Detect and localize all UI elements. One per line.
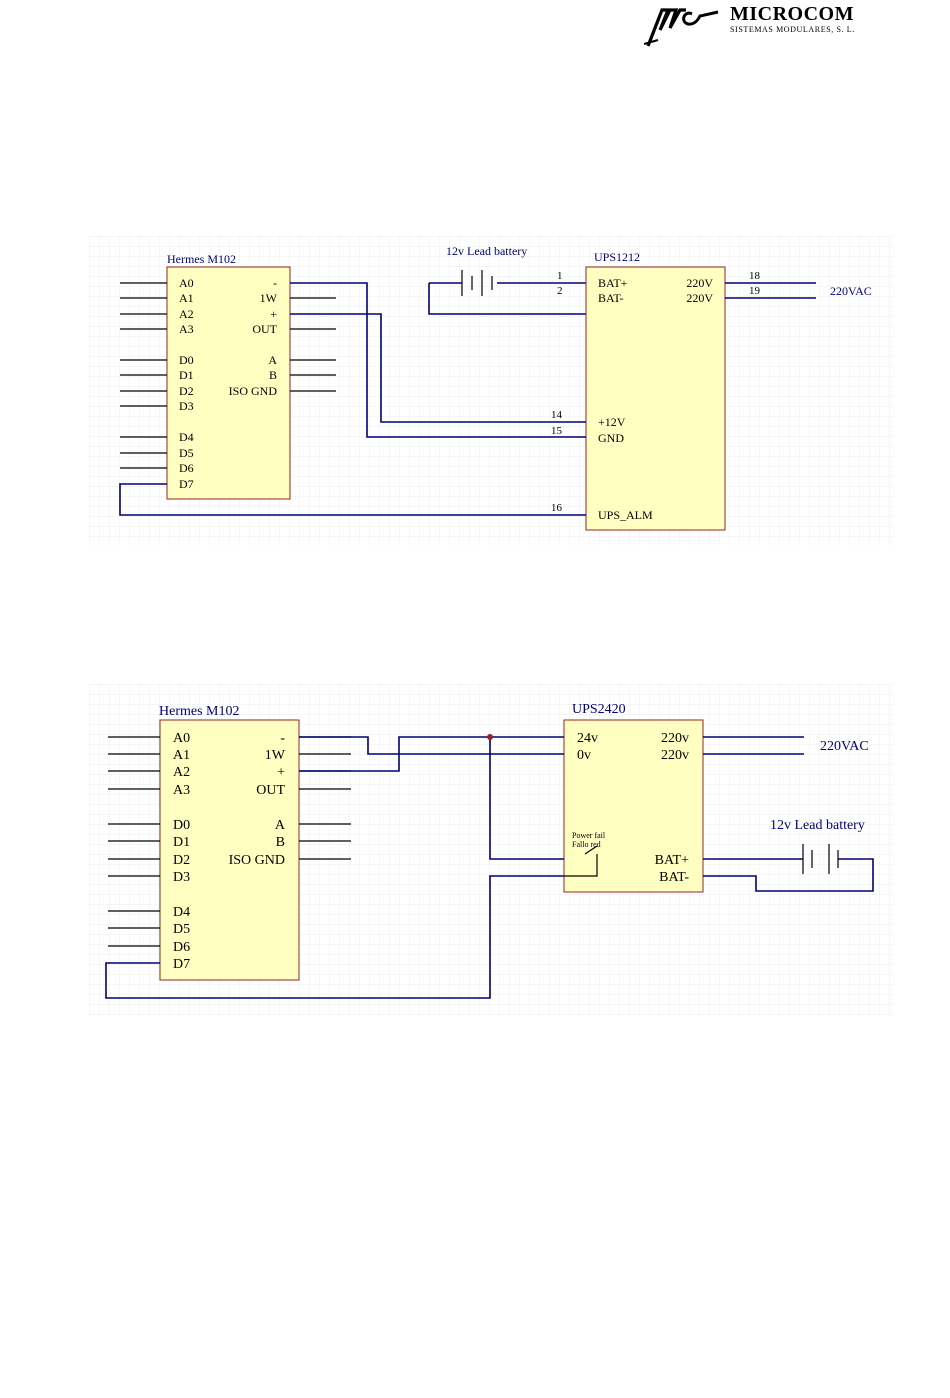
pin-d7: D7 [179, 477, 194, 491]
pin-number-15: 15 [551, 425, 563, 437]
pin-number-16: 16 [551, 502, 563, 514]
pin-out: OUT [256, 783, 285, 798]
pin-a: A [275, 818, 286, 833]
pin-b: B [269, 368, 277, 382]
pin-d0: D0 [173, 818, 190, 833]
pin-number-2: 2 [557, 285, 563, 297]
ups-pin-bat-minus: BAT- [659, 870, 689, 885]
pin-number-19: 19 [749, 285, 761, 297]
pin-b: B [276, 835, 285, 850]
pin-d6: D6 [179, 461, 194, 475]
ac-label: 220VAC [830, 284, 872, 298]
microcom-logo: MICROCOM SISTEMAS MODULARES, S. L. [643, 3, 855, 47]
logo-subtitle: SISTEMAS MODULARES, S. L. [730, 25, 855, 34]
pin-a0: A0 [173, 731, 190, 746]
pin-d2: D2 [173, 853, 190, 868]
battery-symbol [802, 844, 839, 874]
ups-pin-24v: 24v [577, 731, 598, 746]
ups-pin-220v-b: 220v [661, 748, 689, 763]
wires [119, 282, 816, 516]
hermes-title: Hermes M102 [159, 704, 240, 719]
pin-d6: D6 [173, 940, 190, 955]
ups-title: UPS2420 [572, 702, 626, 717]
pin-iso-gnd: ISO GND [229, 853, 285, 868]
ups-pin-bat-minus: BAT- [598, 291, 624, 305]
battery-symbol: 12v Lead battery [428, 244, 586, 315]
ups-pin-220v-a: 220V [686, 276, 713, 290]
ups-pin-220v-a: 220v [661, 731, 689, 746]
pin-d3: D3 [179, 399, 194, 413]
hermes-m102-component: Hermes M102 A0 A1 A2 A3 D0 D1 D2 D3 D4 D… [120, 252, 336, 500]
pin-a: A [268, 353, 277, 367]
pin-number-14: 14 [551, 409, 563, 421]
pin-a1: A1 [179, 291, 194, 305]
junction-dot [487, 734, 493, 740]
hermes-title: Hermes M102 [167, 252, 236, 266]
pin-a0: A0 [179, 276, 194, 290]
pin-d1: D1 [179, 368, 194, 382]
ups-pin-gnd: GND [598, 431, 624, 445]
pin-d3: D3 [173, 870, 190, 885]
ups-pin-220v-b: 220V [686, 291, 713, 305]
pin-a2: A2 [173, 765, 190, 780]
pin-d4: D4 [173, 905, 190, 920]
ups-pin-bat-plus: BAT+ [655, 853, 689, 868]
battery-label: 12v Lead battery [446, 244, 527, 258]
relay-contact [564, 845, 598, 877]
pin-out: OUT [252, 322, 277, 336]
ups-pin-ups-alm: UPS_ALM [598, 508, 653, 522]
pin-minus: - [273, 276, 277, 290]
pin-d4: D4 [179, 430, 194, 444]
pin-a1: A1 [173, 748, 190, 763]
relay-label-fallo-red: Fallo red [572, 840, 601, 849]
pin-d2: D2 [179, 384, 194, 398]
pin-minus: - [280, 731, 285, 746]
pin-iso-gnd: ISO GND [229, 384, 278, 398]
pin-d7: D7 [173, 957, 190, 972]
ups2420-component: UPS2420 24v 0v 220v 220v BAT+ BAT- Power… [563, 702, 704, 893]
pin-a3: A3 [179, 322, 194, 336]
pin-d0: D0 [179, 353, 194, 367]
pin-d5: D5 [179, 446, 194, 460]
pin-plus: + [277, 765, 285, 780]
pin-1w: 1W [260, 291, 278, 305]
ups1212-component: UPS1212 BAT+ BAT- 220V 220V +12V GND UPS… [585, 250, 726, 531]
pin-1w: 1W [265, 748, 286, 763]
pin-number-1: 1 [557, 270, 563, 282]
pin-a2: A2 [179, 307, 194, 321]
ups-pin-bat-plus: BAT+ [598, 276, 628, 290]
pin-number-18: 18 [749, 270, 761, 282]
schematic-ups1212: Hermes M102 A0 A1 A2 A3 D0 D1 D2 D3 D4 D… [89, 236, 893, 546]
battery-label: 12v Lead battery [770, 818, 865, 833]
pin-d1: D1 [173, 835, 190, 850]
mc-logo-mark [643, 8, 719, 47]
pin-a3: A3 [173, 783, 190, 798]
wires [105, 736, 874, 999]
logo-brand: MICROCOM [730, 3, 854, 25]
hermes-m102-component: Hermes M102 A0 A1 A2 A3 D0 D1 D2 D3 D4 D… [108, 704, 351, 981]
pin-d5: D5 [173, 922, 190, 937]
ac-label: 220VAC [820, 739, 869, 754]
relay-label-power-fail: Power fail [572, 831, 606, 840]
ups-pin-12v: +12V [598, 415, 626, 429]
pin-plus: + [270, 307, 277, 321]
schematic-ups2420: Hermes M102 A0 A1 A2 A3 D0 D1 D2 D3 D4 D… [89, 684, 893, 1016]
ups-pin-0v: 0v [577, 748, 591, 763]
ups-title: UPS1212 [594, 250, 640, 264]
